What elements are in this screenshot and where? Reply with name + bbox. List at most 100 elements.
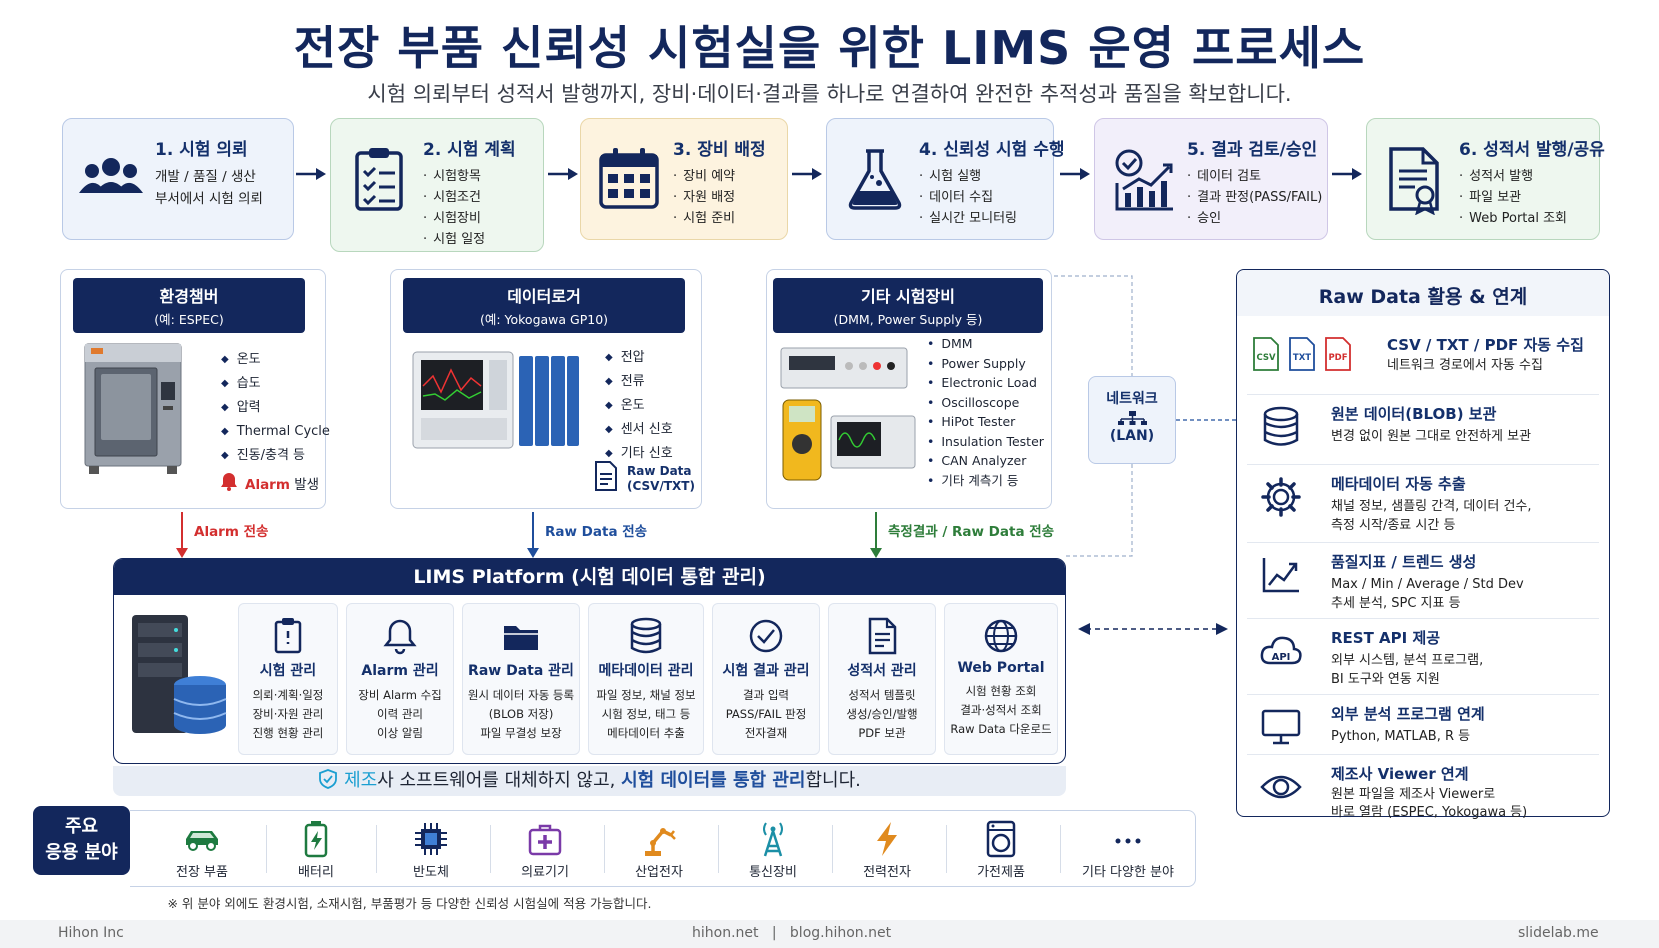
folder-icon <box>501 616 541 656</box>
app-semiconductor: 반도체 <box>376 819 486 880</box>
raw-row-desc: 원본 파일을 제조사 Viewer로 <box>1331 785 1495 804</box>
raw-row-desc: Python, MATLAB, R 등 <box>1331 727 1470 746</box>
applications-label-line1: 주요 <box>33 814 130 840</box>
app-name: 전력전자 <box>832 861 942 880</box>
lightning-icon <box>867 819 907 859</box>
raw-data-title: Raw Data 활용 & 연계 <box>1237 270 1609 316</box>
note-part-d: 합니다. <box>806 770 861 791</box>
module-raw-data-management: Raw Data 관리 원시 데이터 자동 등록 (BLOB 저장) 파일 무결… <box>462 603 580 755</box>
pdf-file-icon: PDF <box>1323 336 1353 372</box>
module-line: 메타데이터 추출 <box>589 724 703 743</box>
module-line: 파일 정보, 채널 정보 <box>589 686 703 705</box>
raw-row-desc: 네트워크 경로에서 자동 수집 <box>1387 356 1543 375</box>
clipboard-icon <box>268 616 308 656</box>
module-line: 시험 정보, 태그 등 <box>589 705 703 724</box>
module-line: 진행 현황 관리 <box>239 724 337 743</box>
raw-row-title: 메타데이터 자동 추출 <box>1331 473 1466 494</box>
raw-row-desc: Max / Min / Average / Std Dev <box>1331 575 1524 594</box>
txt-file-icon: TXT <box>1287 336 1317 372</box>
raw-row-desc: 추세 분석, SPC 지표 등 <box>1331 594 1461 613</box>
raw-row-desc: 외부 시스템, 분석 프로그램, <box>1331 651 1483 670</box>
module-line: 이력 관리 <box>347 705 453 724</box>
bell-icon <box>380 616 420 656</box>
module-name: 시험 결과 관리 <box>713 660 819 680</box>
app-medical: 의료기기 <box>490 819 600 880</box>
trend-chart-icon <box>1259 553 1303 597</box>
chip-icon <box>411 819 451 859</box>
module-test-management: 시험 관리 의뢰·계획·일정 장비·자원 관리 진행 현황 관리 <box>238 603 338 755</box>
lims-note: 제조사 소프트웨어를 대체하지 않고, 시험 데이터를 통합 관리합니다. <box>113 766 1066 796</box>
raw-row-api: API REST API 제공 외부 시스템, 분석 프로그램, BI 도구와 … <box>1247 618 1599 694</box>
module-name: Web Portal <box>945 660 1057 676</box>
app-automotive: 전장 부품 <box>146 819 258 880</box>
api-tag: API <box>1272 652 1291 663</box>
lims-platform: LIMS Platform (시험 데이터 통합 관리) 시험 관리 의뢰·계획… <box>113 558 1066 764</box>
file-type-icons: CSV TXT PDF <box>1251 336 1361 376</box>
cloud-api-icon: API <box>1259 629 1303 673</box>
monitor-icon <box>1259 705 1303 749</box>
raw-row-desc: 바로 열람 (ESPEC, Yokogawa 등) <box>1331 803 1527 822</box>
raw-row-blob: 원본 데이터(BLOB) 보관 변경 없이 원본 그대로 안전하게 보관 <box>1247 394 1599 464</box>
app-name: 통신장비 <box>718 861 828 880</box>
footer-site[interactable]: slidelab.me <box>1518 925 1599 941</box>
module-result-management: 시험 결과 관리 결과 입력 PASS/FAIL 판정 전자결재 <box>712 603 820 755</box>
txt-tag: TXT <box>1293 353 1311 363</box>
robot-arm-icon <box>639 819 679 859</box>
applications-label-line2: 응용 분야 <box>33 840 130 866</box>
raw-flow-label: Raw Data 전송 <box>545 520 647 540</box>
module-line: 장비 Alarm 수집 <box>347 686 453 705</box>
app-telecom: 통신장비 <box>718 819 828 880</box>
module-line: 장비·자원 관리 <box>239 705 337 724</box>
other-flow-label: 측정결과 / Raw Data 전송 <box>888 520 1054 540</box>
gear-icon <box>1259 475 1303 519</box>
lims-title: LIMS Platform (시험 데이터 통합 관리) <box>114 559 1065 595</box>
module-line: 생성/승인/발행 <box>829 705 935 724</box>
raw-row-desc: 채널 정보, 샘플링 간격, 데이터 건수, <box>1331 497 1532 516</box>
raw-row-title: REST API 제공 <box>1331 627 1440 648</box>
footer-company: Hihon Inc <box>58 925 124 941</box>
raw-row-quality: 품질지표 / 트렌드 생성 Max / Min / Average / Std … <box>1247 542 1599 618</box>
eye-icon <box>1259 765 1303 809</box>
raw-row-desc: 변경 없이 원본 그대로 안전하게 보관 <box>1331 427 1531 446</box>
module-line: 시험 현황 조회 <box>945 682 1057 701</box>
app-name: 전장 부품 <box>146 861 258 880</box>
module-name: 시험 관리 <box>239 660 337 680</box>
washing-machine-icon <box>981 819 1021 859</box>
app-battery: 배터리 <box>266 819 366 880</box>
csv-file-icon: CSV <box>1251 336 1281 372</box>
app-name: 배터리 <box>266 861 366 880</box>
module-alarm-management: Alarm 관리 장비 Alarm 수집 이력 관리 이상 알림 <box>346 603 454 755</box>
module-line: 성적서 템플릿 <box>829 686 935 705</box>
footer-links[interactable]: hihon.net | blog.hihon.net <box>692 925 891 941</box>
medical-kit-icon <box>525 819 565 859</box>
note-part-c: 시험 데이터를 통합 관리 <box>621 770 805 791</box>
module-line: Raw Data 다운로드 <box>945 720 1057 739</box>
raw-row-title: 원본 데이터(BLOB) 보관 <box>1331 403 1496 424</box>
module-line: 원시 데이터 자동 등록 <box>463 686 579 705</box>
module-report-management: 성적서 관리 성적서 템플릿 생성/승인/발행 PDF 보관 <box>828 603 936 755</box>
footer: Hihon Inc hihon.net | blog.hihon.net sli… <box>0 920 1659 948</box>
shield-icon <box>318 769 338 789</box>
raw-row-title: 품질지표 / 트렌드 생성 <box>1331 551 1476 572</box>
module-name: 성적서 관리 <box>829 660 935 680</box>
raw-row-desc: BI 도구와 연동 지원 <box>1331 670 1440 689</box>
module-line: 파일 무결성 보장 <box>463 724 579 743</box>
raw-row-collect: CSV TXT PDF CSV / TXT / PDF 자동 수집 네트워크 경… <box>1247 322 1599 394</box>
module-line: 전자결재 <box>713 724 819 743</box>
more-dots-icon <box>1108 819 1148 859</box>
note-part-b: 사 소프트웨어를 대체하지 않고, <box>377 770 621 791</box>
module-name: 메타데이터 관리 <box>589 660 703 680</box>
app-name: 반도체 <box>376 861 486 880</box>
raw-data-panel: Raw Data 활용 & 연계 CSV TXT PDF CSV / TXT /… <box>1236 269 1610 817</box>
document-icon <box>862 616 902 656</box>
csv-tag: CSV <box>1256 353 1276 363</box>
raw-row-title: 외부 분석 프로그램 연계 <box>1331 703 1485 724</box>
app-name: 산업전자 <box>604 861 714 880</box>
raw-row-metadata: 메타데이터 자동 추출 채널 정보, 샘플링 간격, 데이터 건수, 측정 시작… <box>1247 464 1599 542</box>
module-web-portal: Web Portal 시험 현황 조회 결과·성적서 조회 Raw Data 다… <box>944 603 1058 755</box>
app-power: 전력전자 <box>832 819 942 880</box>
module-line: PASS/FAIL 판정 <box>713 705 819 724</box>
module-line: PDF 보관 <box>829 724 935 743</box>
app-name: 의료기기 <box>490 861 600 880</box>
car-icon <box>182 819 222 859</box>
